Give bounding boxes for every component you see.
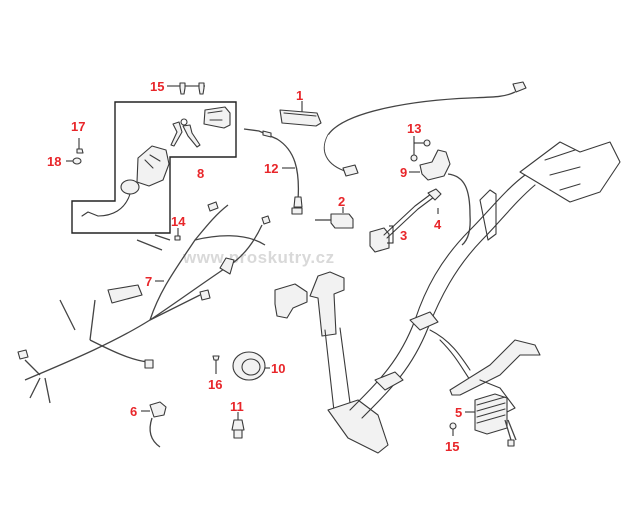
keys-icon <box>170 118 201 148</box>
ignition-coil-3[interactable] <box>369 193 435 253</box>
tail-light-lens[interactable] <box>279 101 322 127</box>
battery-clamp-9[interactable] <box>409 149 471 246</box>
callout-3[interactable]: 3 <box>400 228 407 243</box>
callout-17[interactable]: 17 <box>71 119 85 134</box>
spark-plug-cap-4[interactable] <box>427 188 442 214</box>
screw-16 <box>212 355 220 374</box>
battery-cable[interactable] <box>323 81 527 177</box>
callout-9[interactable]: 9 <box>400 165 407 180</box>
callout-11[interactable]: 11 <box>230 399 244 414</box>
scooter-frame <box>274 141 621 454</box>
horn-10[interactable] <box>232 351 270 381</box>
watermark-text: www.proskutry.cz <box>182 248 335 267</box>
callout-7[interactable]: 7 <box>145 274 152 289</box>
callout-2[interactable]: 2 <box>338 194 345 209</box>
callout-14[interactable]: 14 <box>171 214 186 229</box>
regulator-rectifier-5[interactable] <box>465 393 517 447</box>
cable-12[interactable] <box>243 128 303 215</box>
bolt-15-lower <box>449 422 457 436</box>
callout-12[interactable]: 12 <box>264 161 278 176</box>
bolt-pair-top <box>167 82 205 95</box>
callout-15-top[interactable]: 15 <box>150 79 164 94</box>
callout-6[interactable]: 6 <box>130 404 137 419</box>
callout-labels: 1 2 3 4 5 6 7 8 9 10 11 12 13 14 15 15 1… <box>47 79 462 454</box>
screw-17 <box>76 138 84 154</box>
washer-18 <box>66 157 82 165</box>
sensor-6[interactable] <box>141 401 167 448</box>
callout-1[interactable]: 1 <box>296 88 303 103</box>
seat-lock-icon <box>203 106 231 129</box>
group-outline <box>71 101 237 234</box>
callout-4[interactable]: 4 <box>434 217 442 232</box>
callout-5[interactable]: 5 <box>455 405 462 420</box>
callout-8[interactable]: 8 <box>197 166 204 181</box>
callout-10[interactable]: 10 <box>271 361 285 376</box>
callout-13[interactable]: 13 <box>407 121 421 136</box>
callout-16[interactable]: 16 <box>208 377 222 392</box>
ignition-switch-set-group[interactable] <box>71 101 237 234</box>
callout-15-lower[interactable]: 15 <box>445 439 459 454</box>
switch-11[interactable] <box>231 412 245 439</box>
callout-18[interactable]: 18 <box>47 154 61 169</box>
ignition-cylinder-icon <box>81 145 170 217</box>
wire-harness-7[interactable] <box>17 201 271 404</box>
screw-14 <box>174 228 181 241</box>
nut-13 <box>410 136 431 162</box>
relay-2[interactable] <box>315 207 354 229</box>
